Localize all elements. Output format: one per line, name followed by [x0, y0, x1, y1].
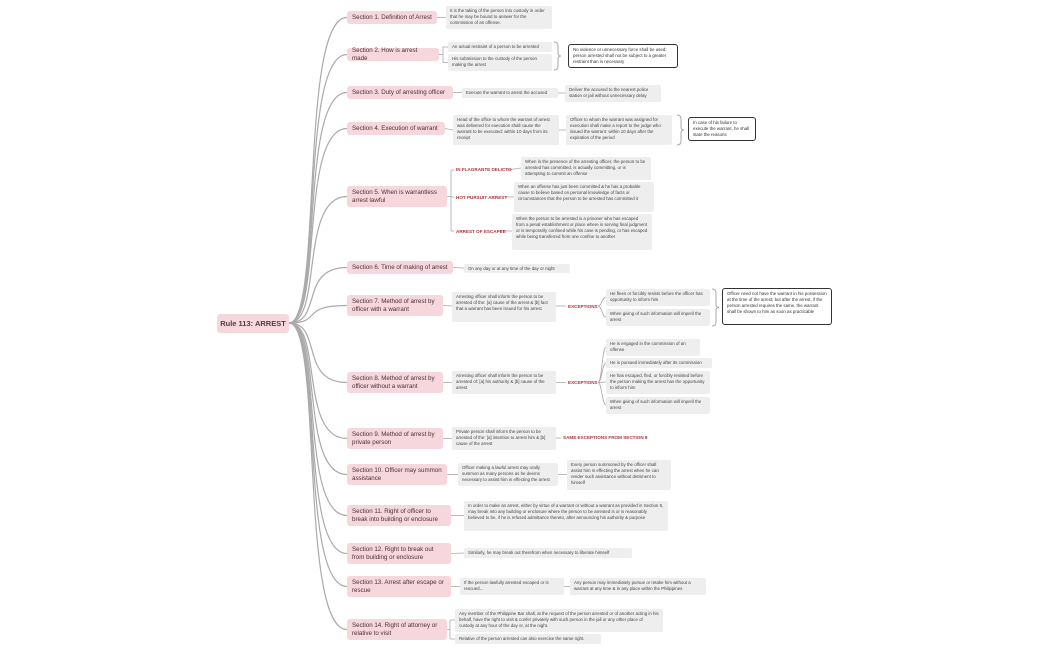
s9-inform-note: Private person shall inform the person t… [452, 427, 556, 450]
s8-exception-line-2 [597, 381, 607, 383]
root-connector-8 [288, 322, 348, 384]
s7-imperil-note: When giving of such information will imp… [606, 309, 710, 326]
root-connector-2 [288, 53, 348, 324]
root-connector-5 [288, 195, 348, 324]
s12-break-out-note: Similarly, he may break out therefrom wh… [464, 548, 632, 558]
section-8-node[interactable]: Section 8. Method of arrest by officer w… [347, 372, 443, 393]
root-connector-11 [288, 322, 348, 517]
section-4-node[interactable]: Section 4. Execution of warrant [347, 122, 445, 135]
s8-imperil-note: When giving of such information will imp… [606, 397, 710, 414]
root-connector-4 [288, 127, 348, 324]
section-6-node[interactable]: Section 6. Time of making of arrest [347, 261, 453, 274]
s7-exception-line-1 [597, 305, 607, 318]
s5-hot-pursuit-note: When an offense has just been committed … [514, 182, 654, 212]
s13-escaped-note: If the person lawfully arrested escaped … [460, 578, 564, 595]
s7-warrant-possession-note: Officer need not have the warrant in his… [722, 288, 832, 325]
section-12-node[interactable]: Section 12. Right to break out from buil… [347, 543, 451, 564]
section-14-node[interactable]: Section 14. Right of attorney or relativ… [347, 619, 447, 640]
branch-line-14 [506, 167, 522, 171]
s8-exceptions-label: EXCEPTIONS [568, 380, 598, 385]
s4-head-office-note: Head of the office to whom the warrant o… [453, 115, 559, 145]
section-1-node[interactable]: Section 1. Definition of Arrest [347, 11, 437, 24]
s2-brace [553, 41, 562, 71]
root-connector-10 [288, 322, 348, 476]
s7-exceptions-label: EXCEPTIONS [568, 304, 598, 309]
root-connector-7 [288, 304, 348, 324]
root-connector-6 [288, 266, 348, 324]
s5-flagrante-note: When in the presence of the arresting of… [521, 157, 651, 180]
s9-exceptions-label: SAME EXCEPTIONS FROM SECTION 8 [563, 435, 648, 440]
s8-pursued-note: He is pursued immediately after its comm… [606, 358, 712, 368]
s5-escapee-label: ARREST OF ESCAPEE [456, 229, 506, 234]
section-2-node[interactable]: Section 2. How is arrest made [347, 47, 439, 62]
root-node[interactable]: Rule 113: ARREST [217, 314, 289, 333]
s2-submission-note: His submission to the custody of the per… [448, 54, 552, 71]
s3-deliver-note: Deliver the accused to the nearest polic… [565, 85, 661, 102]
s11-break-into-note: In order to make an arrest, either by vi… [464, 501, 668, 531]
s10-summon-note: Officer making a lawful arrest may orall… [458, 463, 558, 486]
s7-flees-note: He flees or forcibly resists before the … [606, 289, 710, 306]
section-11-node[interactable]: Section 11. Right of officer to break in… [347, 505, 451, 526]
section-10-node[interactable]: Section 10. Officer may summon assistanc… [347, 464, 447, 485]
s14-attorney-note: Any member of the Philippine Bar shall, … [455, 609, 663, 632]
s8-exception-line-1 [597, 362, 607, 383]
s5-hot-pursuit-label: HOT PURSUIT ARREST [456, 195, 508, 200]
s7-exception-line-0 [597, 296, 607, 307]
s4-brace [676, 114, 685, 146]
section-7-node[interactable]: Section 7. Method of arrest by officer w… [347, 295, 443, 316]
root-connector-9 [288, 322, 348, 440]
s8-inform-note: Arresting officer shall inform the perso… [452, 371, 556, 394]
s14-relative-note: Relative of the person arrested can also… [455, 634, 601, 644]
s2-restraint-note: An actual restraint of a person to be ar… [448, 42, 552, 52]
s3-execute-note: Execute the warrant to arrest the accuse… [462, 88, 558, 98]
branch-line-17 [452, 267, 465, 269]
section-3-node[interactable]: Section 3. Duty of arresting officer [347, 86, 453, 99]
section-13-node[interactable]: Section 13. Arrest after escape or rescu… [347, 576, 451, 597]
root-connector-1 [288, 16, 348, 324]
s7-inform-note: Arresting officer shall inform the perso… [452, 292, 556, 322]
s1-definition-note: It is the taking of the person into cust… [446, 6, 552, 29]
branch-line-27 [450, 552, 465, 554]
s4-failure-note: In case of his failure to execute the wa… [688, 117, 756, 141]
s8-engaged-note: He is engaged in the commission of an of… [606, 339, 700, 356]
s7-brace [711, 288, 720, 327]
branch-line-7 [444, 128, 454, 131]
s5-escapee-note: When the person to be arrested is a pris… [512, 214, 652, 250]
s6-time-note: On any day or at any time of the day or … [464, 264, 570, 273]
section-5-node[interactable]: Section 5. When is warrantless arrest la… [347, 186, 447, 207]
root-connector-3 [288, 91, 348, 324]
s2-no-violence-note: No violence or unnecessary force shall b… [568, 44, 678, 68]
root-connector-14 [288, 322, 348, 631]
s4-report-note: Officer to whom the warrant was assigned… [566, 115, 672, 145]
s10-assist-note: Every person summoned by the officer sha… [567, 460, 671, 490]
section-9-node[interactable]: Section 9. Method of arrest by private p… [347, 428, 443, 449]
s5-flagrante-label: IN FLAGRANTE DELICTO [456, 167, 512, 172]
branch-line-18 [442, 305, 453, 307]
s13-pursue-note: Any person may immediately pursue or ret… [570, 578, 706, 595]
s8-exception-line-3 [597, 382, 607, 406]
s8-exception-line-0 [597, 346, 607, 383]
s8-escaped-note: He has escaped, fled, or forcibly resist… [606, 371, 710, 394]
